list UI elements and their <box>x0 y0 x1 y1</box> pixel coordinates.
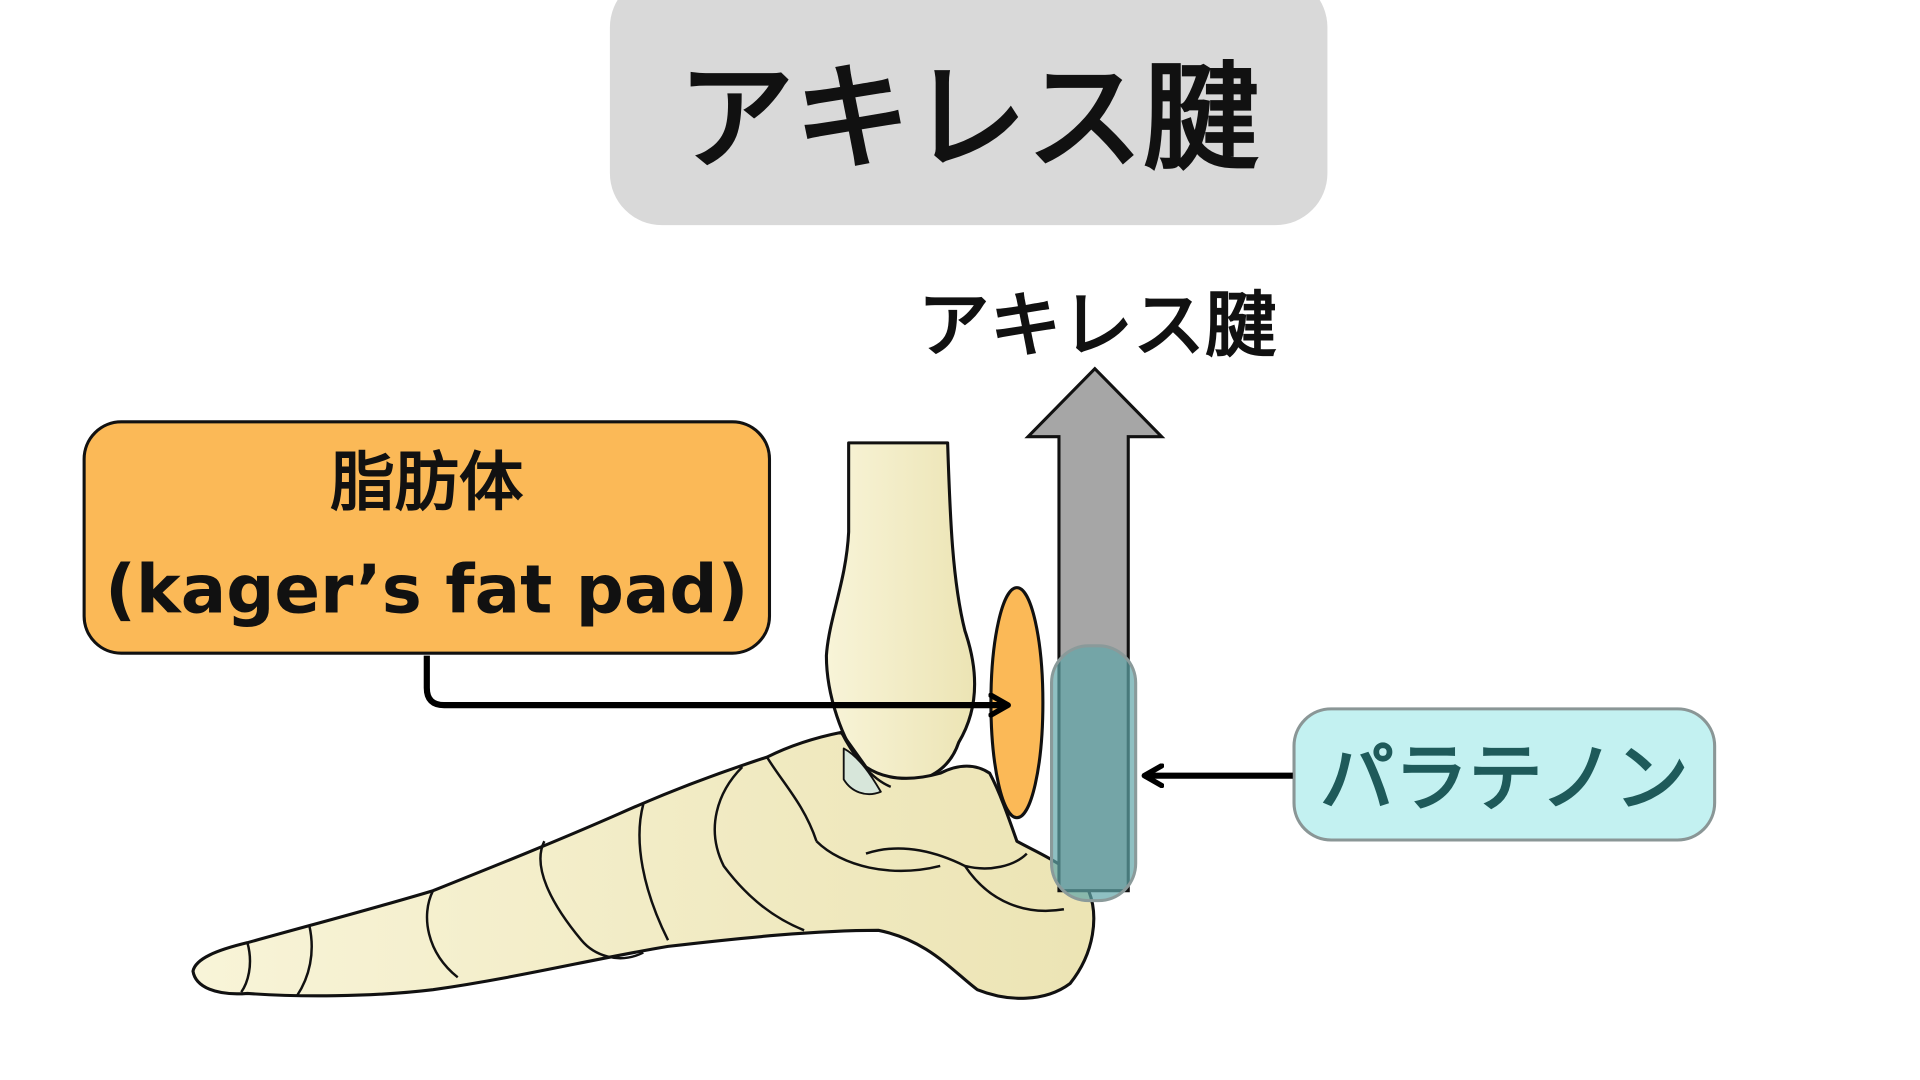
fat-pad-callout: 脂肪体 (kager’s fat pad) <box>82 420 772 655</box>
tibia-bone <box>824 441 977 781</box>
foot-bones-illustration <box>191 441 1096 1000</box>
fat-pad-pointer-arrow <box>423 655 1008 705</box>
paratenon-overlay <box>1050 644 1138 903</box>
page-title: アキレス腱 <box>678 51 1259 186</box>
fat-pad-label-en: (kager’s fat pad) <box>105 550 748 628</box>
achilles-tendon-label: アキレス腱 <box>918 283 1277 367</box>
paratenon-label: パラテノン <box>1320 735 1689 822</box>
title-box: アキレス腱 <box>609 0 1328 226</box>
fat-pad-label-jp: 脂肪体 <box>330 446 524 521</box>
paratenon-callout: パラテノン <box>1292 707 1717 842</box>
